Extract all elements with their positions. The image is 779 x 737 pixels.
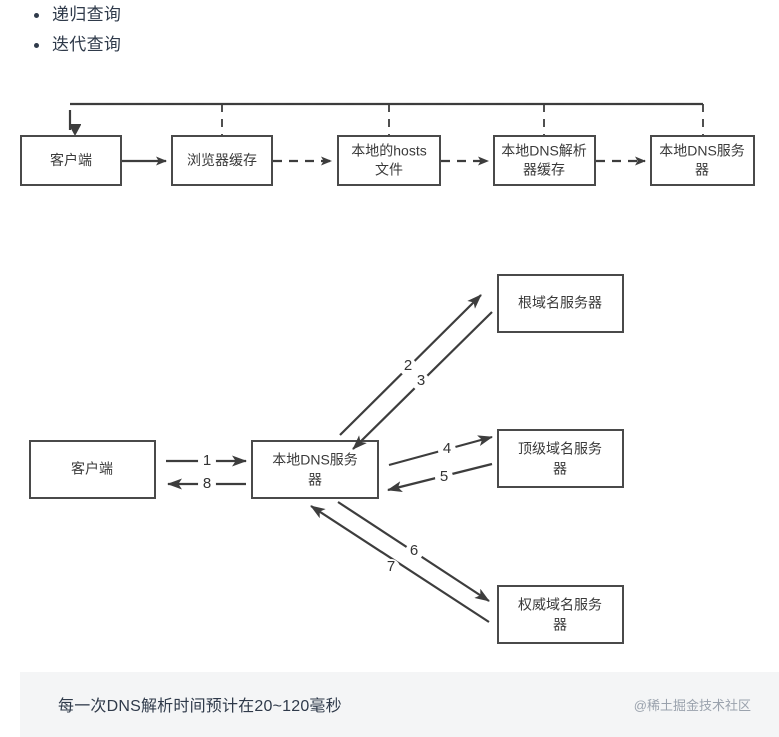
node-client-label: 客户端 bbox=[50, 152, 92, 168]
dns-iterative-query-diagram: 客户端 本地DNS服务 器 根域名服务器 顶级域名服务 器 权威域名服务 器 1… bbox=[29, 274, 624, 644]
node-tld-server-label-line2: 器 bbox=[553, 461, 567, 477]
node-hosts-file: 本地的hosts 文件 bbox=[337, 135, 441, 186]
step-arrow-7: 7 bbox=[310, 505, 490, 623]
list-item-label: 迭代查询 bbox=[52, 35, 122, 54]
node-hosts-file-label-line1: 本地的hosts bbox=[351, 143, 426, 159]
step-arrow-3: 3 bbox=[352, 311, 493, 450]
node-root-server: 根域名服务器 bbox=[497, 274, 624, 333]
node-local-dns: 本地DNS服务 器 bbox=[251, 440, 379, 499]
step-label-6: 6 bbox=[410, 542, 418, 559]
step-label-2: 2 bbox=[404, 357, 412, 374]
list-item: 递归查询 bbox=[0, 0, 779, 30]
node-auth-server-label-line2: 器 bbox=[553, 617, 567, 633]
node-client: 客户端 bbox=[20, 135, 122, 186]
footer-note-text: 每一次DNS解析时间预计在20~120毫秒 bbox=[58, 698, 342, 715]
bullet-dot-icon bbox=[34, 13, 39, 18]
node-auth-server: 权威域名服务 器 bbox=[497, 585, 624, 644]
node-resolver-cache-label-line1: 本地DNS解析 bbox=[501, 143, 587, 159]
step-arrow-4: 4 bbox=[388, 435, 493, 467]
step-label-1: 1 bbox=[203, 452, 211, 469]
step-label-8: 8 bbox=[203, 475, 211, 492]
node-local-dns-label-line1: 本地DNS服务 bbox=[659, 143, 745, 159]
node-tld-server-label-line1: 顶级域名服务 bbox=[518, 441, 602, 457]
node-resolver-cache: 本地DNS解析 器缓存 bbox=[493, 135, 596, 186]
node-root-server-label: 根域名服务器 bbox=[518, 295, 602, 311]
node-client-label: 客户端 bbox=[71, 461, 113, 477]
node-local-dns-label-line2: 器 bbox=[695, 162, 709, 178]
dns-lookup-chain-diagram: 客户端 浏览器缓存 本地的hosts 文件 本地DNS解析 器缓存 本地DNS服… bbox=[20, 102, 755, 186]
node-tld-server: 顶级域名服务 器 bbox=[497, 429, 624, 488]
node-auth-server-label-line1: 权威域名服务 bbox=[518, 597, 602, 613]
step-label-5: 5 bbox=[440, 468, 448, 485]
step-label-7: 7 bbox=[387, 558, 395, 575]
list-item-label: 递归查询 bbox=[52, 5, 122, 24]
node-hosts-file-label-line2: 文件 bbox=[375, 162, 403, 178]
step-arrow-5: 5 bbox=[387, 462, 493, 492]
node-resolver-cache-label-line2: 器缓存 bbox=[523, 162, 565, 178]
node-browser-cache-label: 浏览器缓存 bbox=[187, 152, 257, 168]
query-type-list: 递归查询 迭代查询 bbox=[0, 0, 779, 60]
return-path-group bbox=[68, 102, 704, 136]
node-browser-cache: 浏览器缓存 bbox=[171, 135, 273, 186]
bullet-dot-icon bbox=[34, 43, 39, 48]
step-arrow-6: 6 bbox=[337, 501, 490, 602]
node-client: 客户端 bbox=[29, 440, 156, 499]
step-arrow-1: 1 bbox=[166, 452, 247, 470]
list-item: 迭代查询 bbox=[0, 30, 779, 60]
step-label-3: 3 bbox=[417, 372, 425, 389]
node-local-dns-label-line2: 器 bbox=[308, 472, 322, 488]
step-arrow-8: 8 bbox=[167, 475, 246, 493]
step-arrow-2: 2 bbox=[339, 294, 482, 436]
node-local-dns-label-line1: 本地DNS服务 bbox=[272, 452, 358, 468]
node-local-dns: 本地DNS服务 器 bbox=[650, 135, 755, 186]
footer-note-panel: 每一次DNS解析时间预计在20~120毫秒 @稀土掘金技术社区 bbox=[20, 672, 779, 737]
footer-watermark: @稀土掘金技术社区 bbox=[633, 698, 751, 713]
step-label-4: 4 bbox=[443, 440, 451, 457]
